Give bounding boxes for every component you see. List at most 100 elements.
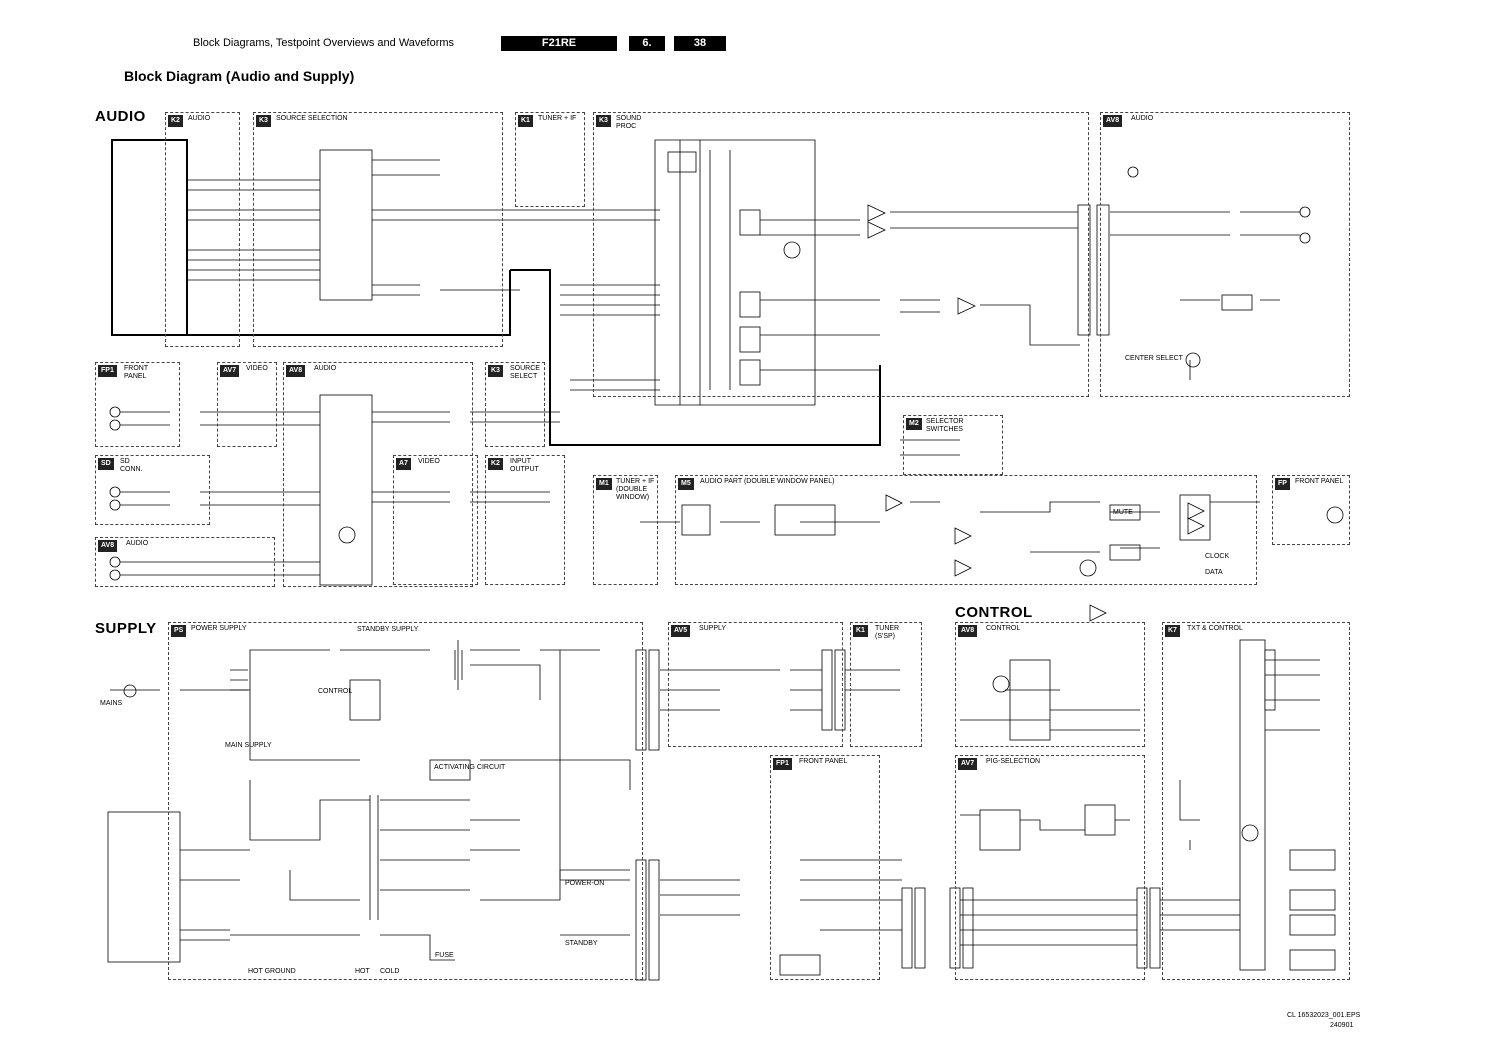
panel-k7-txt-control: K7 TXT & CONTROL	[1162, 622, 1350, 980]
panel-fp-front-panel: FP FRONT PANEL	[1272, 475, 1350, 545]
label-standby: STANDBY	[565, 940, 598, 947]
section-control: CONTROL	[955, 604, 1033, 621]
section-audio: AUDIO	[95, 108, 146, 125]
label-main-supply: MAIN SUPPLY	[225, 742, 272, 749]
panel-tag: FP1	[98, 365, 117, 377]
panel-tag: K1	[853, 625, 868, 637]
panel-k3-sound-proc: K3 SOUND PROC	[593, 112, 1089, 397]
audio-jacks	[109, 166, 1344, 842]
panel-label: SOURCE SELECT	[510, 365, 540, 380]
panel-label: AUDIO	[314, 365, 337, 372]
panel-label: TUNER + IF (DOUBLE WINDOW)	[616, 478, 655, 501]
panel-k1-tuner-ssp: K1 TUNER (S'SP)	[850, 622, 922, 747]
panel-label: AUDIO	[188, 115, 211, 122]
header-model: F21RE	[501, 36, 617, 51]
panel-sd-conn: SD SD CONN.	[95, 455, 210, 525]
panel-tag: K3	[488, 365, 503, 377]
panel-a7-video: A7 VIDEO	[393, 455, 478, 585]
panel-m1-tuner-if: M1 TUNER + IF (DOUBLE WINDOW)	[593, 475, 658, 585]
label-fuse: FUSE	[435, 952, 454, 959]
panel-label: SUPPLY	[699, 625, 727, 632]
panel-label: VIDEO	[418, 458, 440, 465]
label-cold: COLD	[380, 968, 400, 975]
amplifier-triangles	[867, 204, 1205, 622]
panel-label: PIG-SELECTION	[986, 758, 1041, 765]
panel-label: FRONT PANEL	[1295, 478, 1344, 485]
panel-label: INPUT OUTPUT	[510, 458, 539, 473]
panel-label: SOUND PROC	[616, 115, 642, 130]
label-mains: MAINS	[100, 700, 123, 707]
panel-tag: K1	[518, 115, 533, 127]
panel-k1-tuner-if: K1 TUNER + IF	[515, 112, 585, 207]
panel-label: SELECTOR SWITCHES	[926, 418, 964, 433]
label-clock: CLOCK	[1205, 553, 1230, 560]
panel-tag: K2	[168, 115, 183, 127]
panel-fp1-front-panel-control: FP1 FRONT PANEL	[770, 755, 880, 980]
panel-tag: M1	[596, 478, 612, 490]
panel-tag: FP	[1275, 478, 1290, 490]
panel-av8-audio-out: AV8 AUDIO	[1100, 112, 1350, 397]
panel-tag: AV7	[958, 758, 978, 770]
header-chapter: 6.	[629, 36, 665, 51]
panel-m2-selector-switches: M2 SELECTOR SWITCHES	[903, 415, 1003, 475]
label-mute: MUTE	[1113, 509, 1133, 516]
panel-av8-audio-in: AV8 AUDIO	[283, 362, 473, 587]
panel-label: CONTROL	[986, 625, 1021, 632]
panel-k2-audio: K2 AUDIO	[165, 112, 240, 347]
transformers	[230, 640, 463, 920]
panel-av8-control: AV8 CONTROL	[955, 622, 1145, 747]
header-subtitle: Block Diagrams, Testpoint Overviews and …	[193, 37, 455, 49]
panel-tag: PS	[171, 625, 187, 637]
panel-label: AUDIO PART (DOUBLE WINDOW PANEL)	[700, 478, 835, 485]
panel-tag: AV8	[98, 540, 118, 552]
panel-label: SD CONN.	[120, 458, 143, 473]
header-page: 38	[674, 36, 726, 51]
panel-m5-audio-part: M5 AUDIO PART (DOUBLE WINDOW PANEL)	[675, 475, 1257, 585]
section-supply: SUPPLY	[95, 620, 157, 637]
label-standby-supply: STANDBY SUPPLY	[357, 626, 419, 633]
panel-label: VIDEO	[246, 365, 268, 372]
panel-label: FRONT PANEL	[799, 758, 848, 765]
ic-blocks	[107, 149, 1336, 976]
label-data: DATA	[1205, 569, 1223, 576]
footer-date: 240901	[1330, 1022, 1354, 1029]
page-title: Block Diagram (Audio and Supply)	[124, 68, 355, 84]
panel-label: TUNER (S'SP)	[875, 625, 900, 640]
panel-tag: K7	[1165, 625, 1180, 637]
panel-tag: FP1	[773, 758, 792, 770]
panel-label: TXT & CONTROL	[1187, 625, 1243, 632]
panel-av7-pig-selection: AV7 PIG-SELECTION	[955, 755, 1145, 980]
label-center-select: CENTER SELECT	[1125, 355, 1183, 362]
panel-tag: K3	[256, 115, 271, 127]
panel-tag: SD	[98, 458, 114, 470]
panel-fp1-front-panel: FP1 FRONT PANEL	[95, 362, 180, 447]
label-activating-circuit: ACTIVATING CIRCUIT	[434, 764, 506, 771]
panel-av5-supply: AV5 SUPPLY	[668, 622, 843, 747]
footer-ref: CL 16532023_001.EPS	[1287, 1012, 1361, 1019]
label-hot: HOT	[355, 968, 370, 975]
panel-k2-input-output: K2 INPUT OUTPUT	[485, 455, 565, 585]
panel-label: TUNER + IF	[538, 115, 577, 122]
panel-av8-audio-small: AV8 AUDIO	[95, 537, 275, 587]
panel-av7-video: AV7 VIDEO	[217, 362, 277, 447]
panel-tag: AV8	[958, 625, 978, 637]
panel-tag: AV8	[1103, 115, 1123, 127]
panel-label: POWER SUPPLY	[191, 625, 247, 632]
panel-tag: M2	[906, 418, 922, 430]
label-hot-ground: HOT GROUND	[248, 968, 296, 975]
panel-k3-source-select: K3 SOURCE SELECT	[485, 362, 545, 447]
label-control: CONTROL	[318, 688, 353, 695]
panel-tag: AV7	[220, 365, 240, 377]
panel-tag: AV5	[671, 625, 691, 637]
panel-tag: K3	[596, 115, 611, 127]
panel-tag: K2	[488, 458, 503, 470]
panel-label: AUDIO	[126, 540, 149, 547]
panel-label: AUDIO	[1131, 115, 1154, 122]
panel-tag: M5	[678, 478, 694, 490]
panel-ps-power-supply: PS POWER SUPPLY	[168, 622, 643, 980]
panel-tag: AV8	[286, 365, 306, 377]
panel-label: FRONT PANEL	[124, 365, 148, 380]
label-power-on: POWER-ON	[565, 880, 605, 887]
panel-label: SOURCE SELECTION	[276, 115, 348, 122]
supply-lines	[110, 649, 1320, 961]
